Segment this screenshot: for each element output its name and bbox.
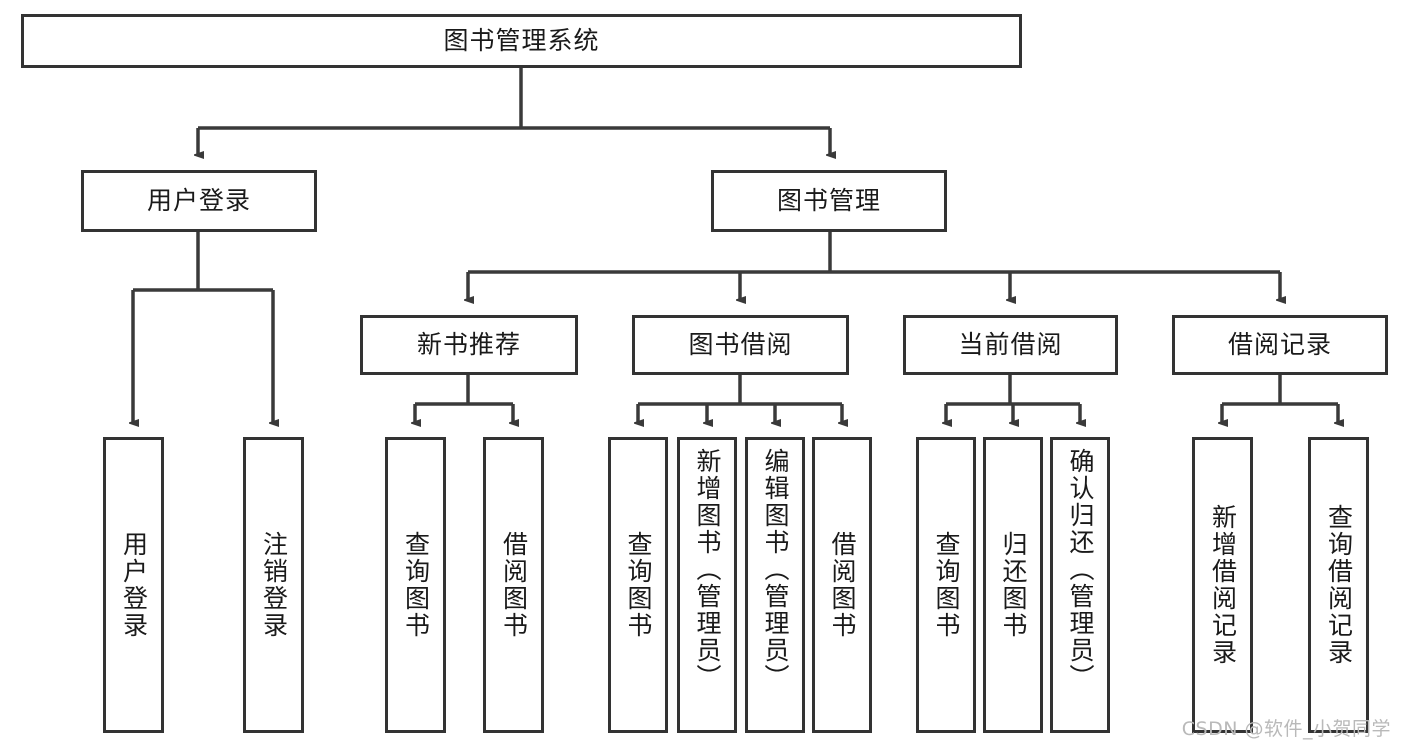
node-leaf-borrow-book-1[interactable]: 借阅图书 bbox=[483, 437, 544, 733]
node-label: 用户登录 bbox=[119, 531, 149, 639]
node-book-management[interactable]: 图书管理 bbox=[711, 170, 947, 232]
node-label: 新增图书（管理员） bbox=[693, 448, 722, 691]
node-label: 查询图书 bbox=[624, 531, 653, 639]
node-label: 注销登录 bbox=[259, 531, 289, 639]
node-label: 借阅图书 bbox=[828, 531, 857, 639]
node-label: 借阅图书 bbox=[499, 531, 529, 639]
node-leaf-add-record[interactable]: 新增借阅记录 bbox=[1192, 437, 1253, 733]
node-label: 新增借阅记录 bbox=[1208, 504, 1238, 666]
node-leaf-return-book[interactable]: 归还图书 bbox=[983, 437, 1043, 733]
node-root-system[interactable]: 图书管理系统 bbox=[21, 14, 1022, 68]
node-leaf-user-login[interactable]: 用户登录 bbox=[103, 437, 164, 733]
node-label: 确认归还（管理员） bbox=[1066, 448, 1095, 691]
node-label: 归还图书 bbox=[999, 531, 1028, 639]
node-leaf-borrow-book-2[interactable]: 借阅图书 bbox=[812, 437, 872, 733]
node-leaf-add-book[interactable]: 新增图书（管理员） bbox=[677, 437, 737, 733]
node-label: 图书管理 bbox=[776, 185, 881, 215]
node-book-borrow[interactable]: 图书借阅 bbox=[632, 315, 849, 375]
node-leaf-confirm-return[interactable]: 确认归还（管理员） bbox=[1050, 437, 1110, 733]
node-label: 查询图书 bbox=[932, 531, 961, 639]
node-label: 当前借阅 bbox=[958, 329, 1063, 359]
node-leaf-edit-book[interactable]: 编辑图书（管理员） bbox=[745, 437, 805, 733]
node-new-book-recommend[interactable]: 新书推荐 bbox=[360, 315, 578, 375]
node-label: 图书管理系统 bbox=[443, 25, 600, 55]
node-label: 查询借阅记录 bbox=[1324, 504, 1354, 666]
node-label: 编辑图书（管理员） bbox=[761, 448, 790, 691]
node-label: 图书借阅 bbox=[688, 329, 793, 359]
node-label: 借阅记录 bbox=[1227, 329, 1332, 359]
node-leaf-query-book-3[interactable]: 查询图书 bbox=[916, 437, 976, 733]
node-label: 用户登录 bbox=[146, 185, 251, 215]
node-label: 查询图书 bbox=[401, 531, 431, 639]
node-user-login[interactable]: 用户登录 bbox=[81, 170, 317, 232]
node-leaf-logout-login[interactable]: 注销登录 bbox=[243, 437, 304, 733]
node-leaf-query-record[interactable]: 查询借阅记录 bbox=[1308, 437, 1369, 733]
node-leaf-query-book-2[interactable]: 查询图书 bbox=[608, 437, 668, 733]
node-borrow-record[interactable]: 借阅记录 bbox=[1172, 315, 1388, 375]
node-current-borrow[interactable]: 当前借阅 bbox=[903, 315, 1118, 375]
node-leaf-query-book-1[interactable]: 查询图书 bbox=[385, 437, 446, 733]
node-label: 新书推荐 bbox=[416, 329, 521, 359]
watermark-text: CSDN @软件_小贺同学 bbox=[1181, 718, 1391, 740]
